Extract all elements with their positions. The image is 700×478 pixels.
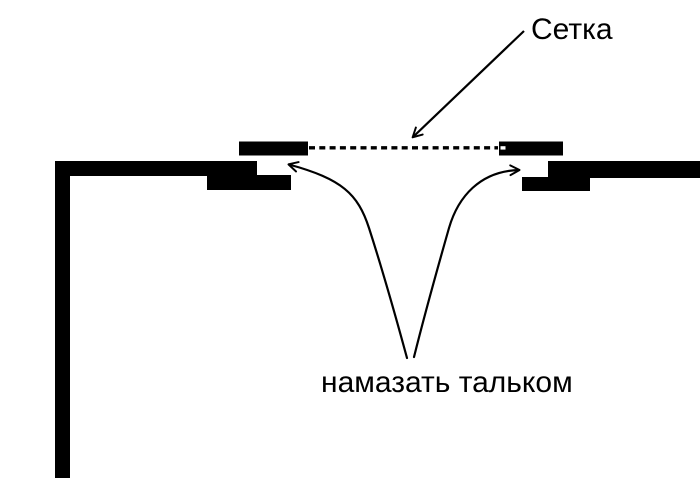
mesh-label: Сетка bbox=[531, 13, 613, 46]
right-wall-horizontal-bar bbox=[548, 161, 700, 178]
left-wall-vertical-bar bbox=[55, 161, 70, 478]
left-wall-horizontal-bar bbox=[55, 161, 257, 176]
talc-pointer-arrow-right bbox=[412, 164, 521, 359]
left-wall-step bbox=[207, 175, 291, 190]
talc-label: намазать тальком bbox=[321, 366, 573, 399]
talc-pointer-arrow-left bbox=[287, 161, 409, 360]
right-wall-step bbox=[522, 177, 590, 191]
left-mesh-plate bbox=[239, 141, 308, 156]
mesh-pointer-arrow bbox=[411, 30, 525, 139]
right-mesh-plate bbox=[499, 141, 563, 156]
mesh-dash-overlap bbox=[500, 146, 506, 150]
